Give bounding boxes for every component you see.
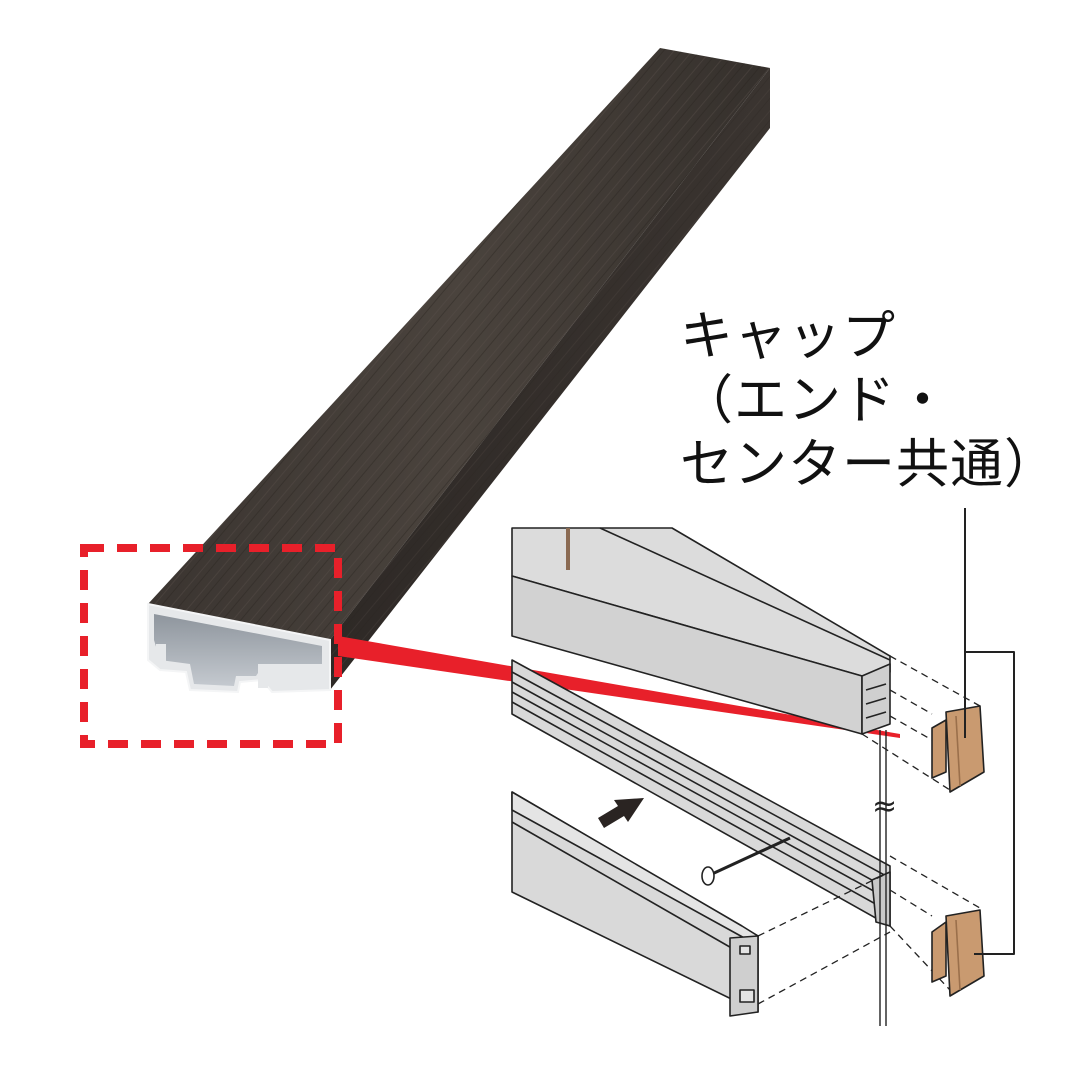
cap-upper <box>931 705 985 793</box>
wood-beam <box>147 48 770 694</box>
screw-icon <box>701 836 791 886</box>
callout-line-1: キャップ <box>680 306 896 367</box>
callout-line-3: センター共通） <box>680 434 1058 495</box>
upper-rail <box>511 527 891 735</box>
highlight-box <box>80 544 342 748</box>
cap-callout-label: キャップ （エンド・ センター共通） <box>680 305 1080 497</box>
insert-arrow-icon <box>598 798 644 828</box>
pointer-ray <box>338 636 900 738</box>
exploded-view: ≈ <box>511 508 1015 1026</box>
leader-bracket <box>964 508 1015 955</box>
callout-line-2: （エンド・ <box>680 370 950 431</box>
lower-rail <box>511 791 759 1017</box>
beam-end-profile-icon <box>147 602 331 694</box>
cap-lower <box>931 909 985 997</box>
break-symbol: ≈ <box>872 789 897 824</box>
